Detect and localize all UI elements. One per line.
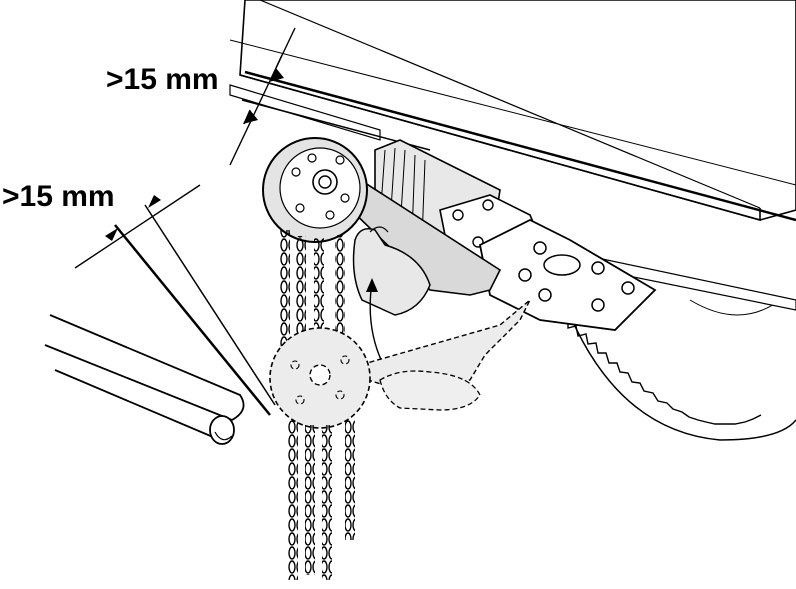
hand (352, 226, 431, 316)
bracket-plate (478, 218, 657, 331)
main-beam (229, 0, 796, 311)
chain-lower (288, 420, 355, 580)
top-clearance-label: >15 mm (106, 63, 219, 96)
left-pipe (44, 314, 245, 445)
side-dimension-lines (74, 184, 276, 416)
chain-upper (280, 230, 345, 350)
pulley-wheel (262, 137, 368, 243)
ghost-lowered-position (269, 299, 531, 429)
side-clearance-label: >15 mm (2, 180, 115, 213)
